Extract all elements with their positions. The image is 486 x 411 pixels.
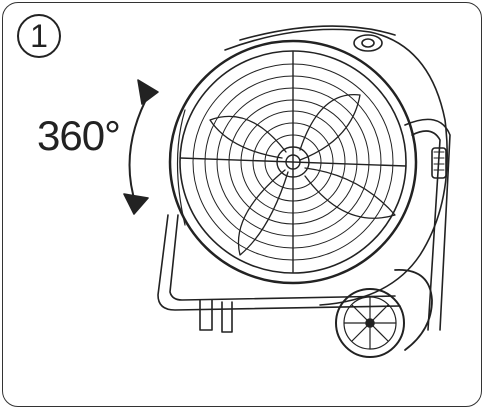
tilt-knob-icon xyxy=(431,147,447,179)
wheel-icon xyxy=(335,269,433,358)
rotation-arrow-icon xyxy=(123,79,159,215)
instruction-panel xyxy=(2,2,482,407)
rotation-label: 360° xyxy=(37,112,121,159)
step-number: 1 xyxy=(17,14,61,58)
